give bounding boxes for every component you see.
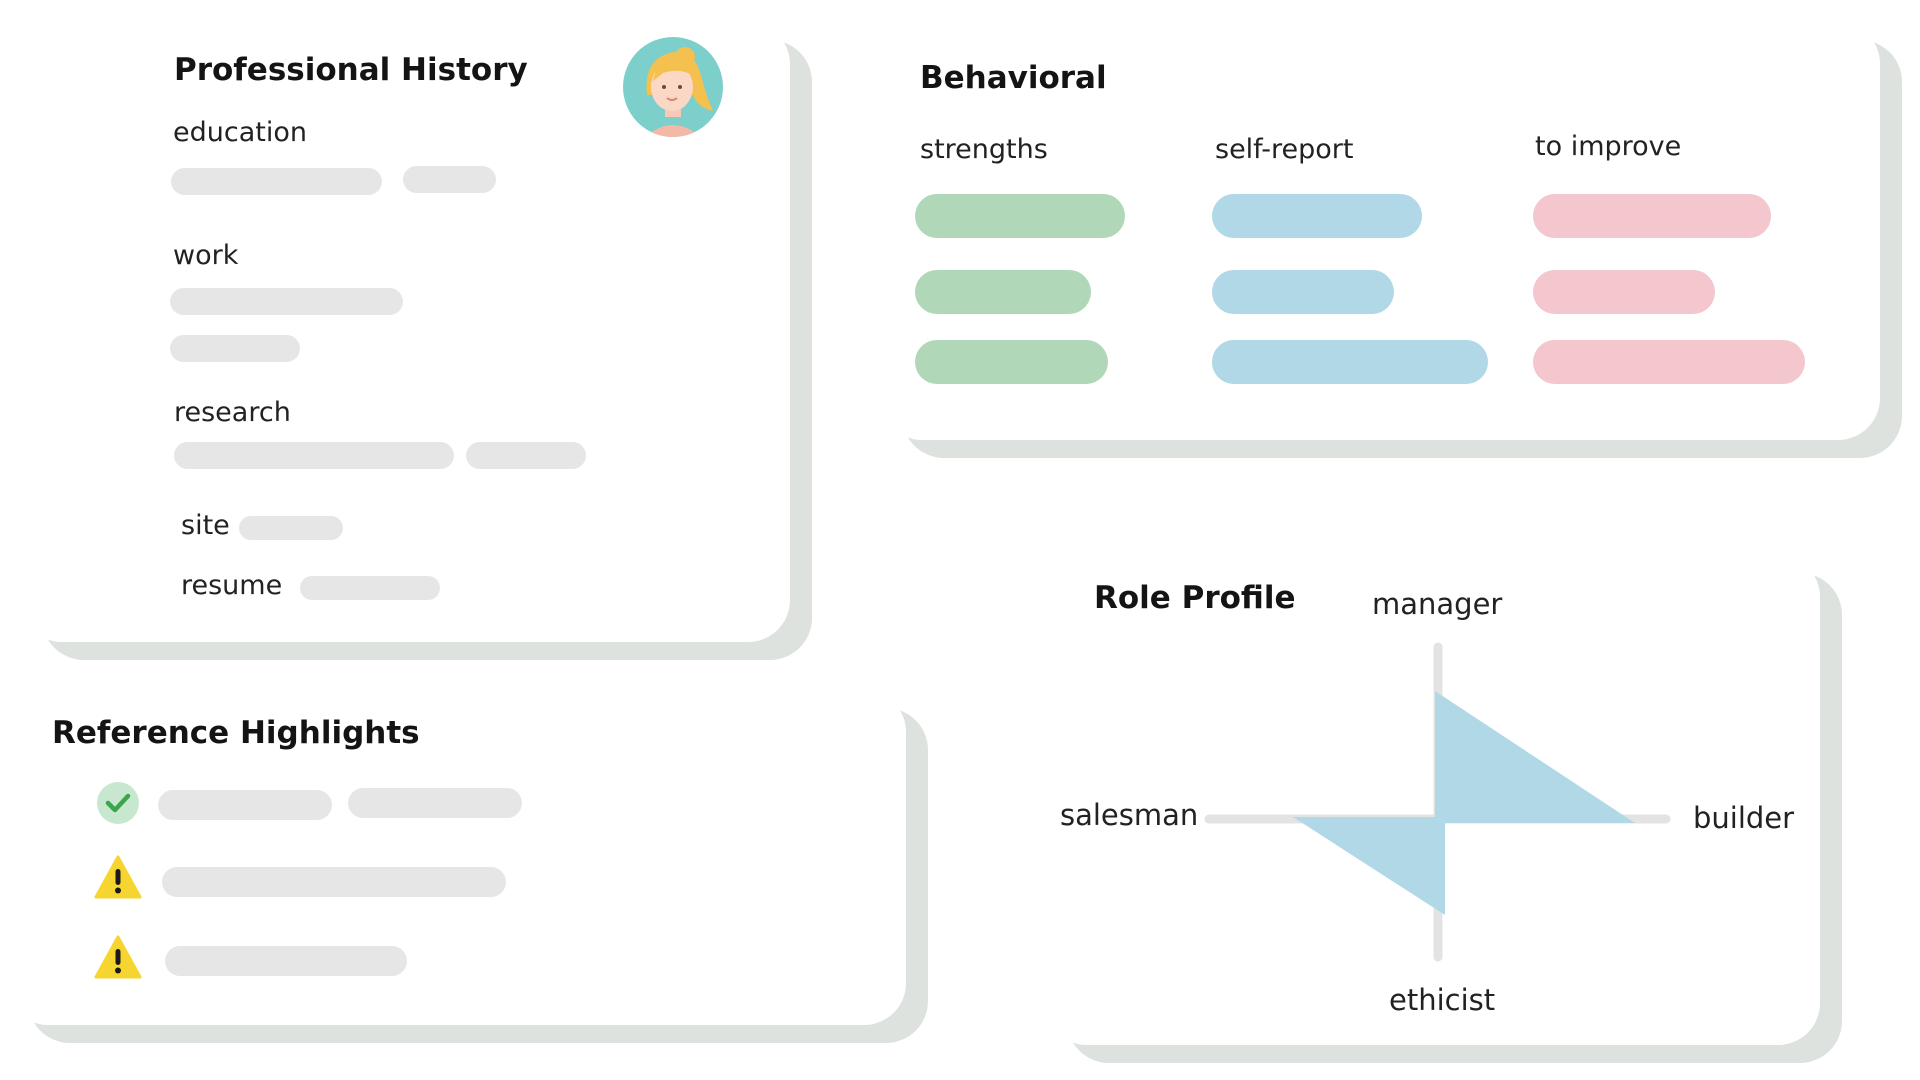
- resume-label: resume: [181, 570, 283, 601]
- strength-bar: [915, 340, 1108, 384]
- reference-placeholder-bar: [165, 946, 407, 976]
- reference-highlights-title: Reference Highlights: [52, 715, 420, 751]
- behavioral-title: Behavioral: [920, 60, 1107, 96]
- professional-history-card: Professional History educ: [20, 22, 790, 642]
- axis-label-manager: manager: [1372, 587, 1503, 621]
- reference-placeholder-bar: [162, 867, 506, 897]
- research-placeholder-bar: [466, 442, 586, 469]
- to-improve-bar: [1533, 270, 1715, 314]
- axis-label-salesman: salesman: [1060, 798, 1199, 832]
- profile-shape: [1293, 817, 1445, 915]
- reference-highlights-card: Reference Highlights: [6, 690, 906, 1025]
- research-placeholder-bar: [174, 442, 454, 469]
- strengths-column-label: strengths: [920, 134, 1048, 165]
- self-report-bar: [1212, 194, 1422, 238]
- research-label: research: [174, 397, 291, 428]
- site-link-placeholder[interactable]: [239, 516, 343, 540]
- check-circle-icon: [96, 781, 140, 825]
- self-report-column-label: self-report: [1215, 134, 1354, 165]
- professional-history-title: Professional History: [174, 52, 528, 88]
- education-label: education: [173, 117, 307, 148]
- reference-placeholder-bar: [158, 790, 332, 820]
- behavioral-card: Behavioral strengths self-report to impr…: [880, 22, 1880, 440]
- education-placeholder-bar: [171, 168, 382, 195]
- axis-label-ethicist: ethicist: [1389, 983, 1496, 1017]
- education-placeholder-bar: [403, 166, 496, 193]
- resume-link-placeholder[interactable]: [300, 576, 440, 600]
- strength-bar: [915, 194, 1125, 238]
- role-profile-card: Role Profile manager builder ethicist sa…: [1045, 555, 1820, 1045]
- work-label: work: [173, 240, 239, 271]
- warning-triangle-icon: [94, 935, 142, 979]
- strength-bar: [915, 270, 1091, 314]
- warning-triangle-icon: [94, 855, 142, 899]
- axis-label-builder: builder: [1693, 801, 1795, 835]
- to-improve-bar: [1533, 194, 1771, 238]
- work-placeholder-bar: [170, 335, 300, 362]
- self-report-bar: [1212, 340, 1488, 384]
- to-improve-column-label: to improve: [1535, 131, 1682, 162]
- woman-avatar-icon: [623, 37, 723, 137]
- role-profile-title: Role Profile: [1094, 580, 1296, 616]
- self-report-bar: [1212, 270, 1394, 314]
- site-label: site: [181, 510, 230, 541]
- to-improve-bar: [1533, 340, 1805, 384]
- reference-placeholder-bar: [348, 788, 522, 818]
- role-profile-diagram: [1204, 642, 1671, 962]
- work-placeholder-bar: [170, 288, 403, 315]
- profile-shape: [1435, 691, 1635, 823]
